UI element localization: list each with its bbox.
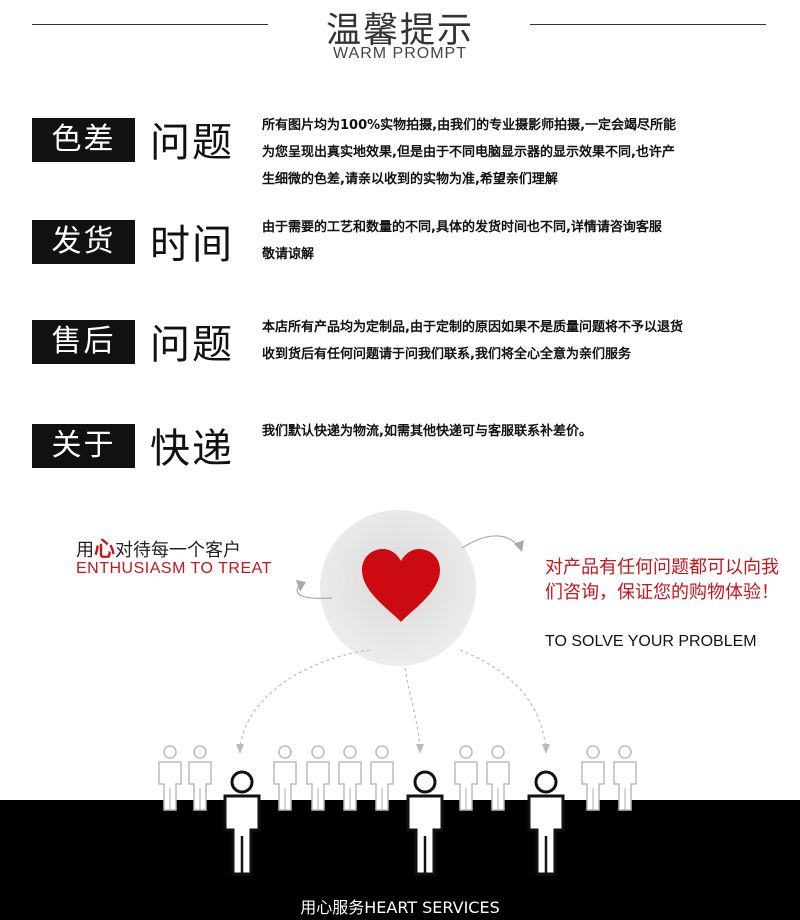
header-rule-right	[530, 24, 766, 25]
notice-line: 收到货后有任何问题请于问我们联系,我们将全心全意为亲们服务	[262, 347, 631, 362]
notice-tag: 色差	[32, 118, 135, 162]
page-title: 温馨提示	[325, 11, 474, 51]
left-caption-suffix: 对待每一个客户	[115, 540, 241, 561]
notice-line: 敬请谅解	[262, 247, 315, 262]
notice-heading: 问题	[150, 322, 234, 368]
left-caption-english: ENTHUSIASM TO TREAT	[76, 560, 272, 577]
notice-line: 为您呈现出真实地效果,但是由于不同电脑显示器的显示效果不同,也许产	[262, 145, 675, 160]
person-icon	[338, 745, 362, 811]
footer-black-band	[0, 800, 800, 920]
header-rule-left	[32, 24, 268, 25]
notice-row-color-difference: 色差 问题 所有图片均为100%实物拍摄,由我们的专业摄影师拍摄,一定会竭尽所能…	[0, 118, 800, 198]
person-icon	[223, 770, 261, 876]
notice-line: 生细微的色差,请亲以收到的实物为准,希望亲们理解	[262, 172, 558, 187]
footer-label: 用心服务HEART SERVICES	[300, 898, 500, 917]
notice-description: 我们默认快递为物流,如需其他快递可与客服联系补差价。	[262, 418, 772, 445]
notice-line: 我们默认快递为物流,如需其他快递可与客服联系补差价。	[262, 424, 592, 439]
person-icon	[188, 745, 212, 811]
notice-description: 本店所有产品均为定制品,由于定制的原因如果不是质量问题将不予以退货 收到货后有任…	[262, 314, 772, 368]
person-icon	[158, 745, 182, 811]
notice-row-after-sales: 售后 问题 本店所有产品均为定制品,由于定制的原因如果不是质量问题将不予以退货 …	[0, 320, 800, 400]
notice-description: 所有图片均为100%实物拍摄,由我们的专业摄影师拍摄,一定会竭尽所能 为您呈现出…	[262, 112, 772, 193]
left-caption-chinese: 用心对待每一个客户	[76, 533, 241, 563]
notice-heading: 时间	[150, 222, 234, 268]
right-caption-chinese: 对产品有任何问题都可以向我们咨询，保证您的购物体验！	[545, 557, 779, 603]
right-caption-english: TO SOLVE YOUR PROBLEM	[545, 633, 757, 650]
notice-description: 由于需要的工艺和数量的不同,具体的发货时间也不同,详情请咨询客服 敬请谅解	[262, 214, 772, 268]
page-subtitle: WARM PROMPT	[333, 45, 467, 62]
person-icon	[306, 745, 330, 811]
heart-icon	[362, 549, 440, 622]
person-icon	[454, 745, 478, 811]
notice-row-courier: 关于 快递 我们默认快递为物流,如需其他快递可与客服联系补差价。	[0, 424, 800, 504]
notice-tag: 售后	[32, 320, 135, 364]
notice-tag: 发货	[32, 220, 135, 264]
notice-line: 由于需要的工艺和数量的不同,具体的发货时间也不同,详情请咨询客服	[262, 220, 662, 235]
person-icon	[527, 770, 565, 876]
notice-row-shipping-time: 发货 时间 由于需要的工艺和数量的不同,具体的发货时间也不同,详情请咨询客服 敬…	[0, 220, 800, 300]
notice-heading: 快递	[150, 426, 234, 472]
notice-line: 本店所有产品均为定制品,由于定制的原因如果不是质量问题将不予以退货	[262, 320, 683, 335]
person-icon	[581, 745, 605, 811]
person-icon	[406, 770, 444, 876]
person-icon	[613, 745, 637, 811]
left-caption-prefix: 用	[76, 540, 94, 561]
person-icon	[370, 745, 394, 811]
notice-heading: 问题	[150, 120, 234, 166]
notice-line: 所有图片均为100%实物拍摄,由我们的专业摄影师拍摄,一定会竭尽所能	[262, 118, 677, 133]
left-caption-highlight: 心	[94, 537, 115, 561]
person-icon	[273, 745, 297, 811]
notice-tag: 关于	[32, 424, 135, 468]
person-icon	[486, 745, 510, 811]
